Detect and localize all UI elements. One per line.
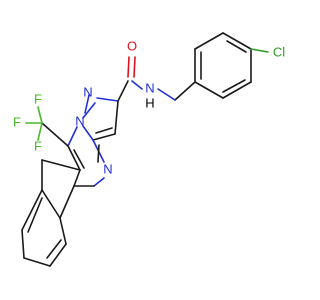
pyrimidine-nitrogen-label: N — [103, 161, 112, 176]
carbonyl-double-bond-a — [127, 56, 130, 78]
amide-hydrogen-label: H — [145, 95, 154, 110]
structure-canvas: Cl O N H N N N F F F — [13, 32, 285, 267]
fluorine-label-3: F — [34, 138, 42, 153]
oxygen-label: O — [127, 38, 137, 53]
ring-ch2-bond-a — [41, 159, 81, 171]
benzyl-ch2-bond — [174, 81, 196, 101]
pyrazole-ring — [82, 94, 119, 141]
benzo-ring — [21, 185, 75, 267]
c-cl-bond — [250, 48, 269, 53]
carbonyl-ring-bond — [117, 80, 129, 102]
molecule-diagram: Cl O N H N N N F F F — [13, 32, 285, 267]
pyrimidine-ring — [67, 126, 105, 187]
fluorine-label-2: F — [13, 114, 21, 129]
ch2-n-bond — [157, 88, 176, 101]
amide-nitrogen-label: N — [145, 80, 154, 95]
chlorophenyl-ring — [194, 32, 252, 99]
fused-nitrogen-label: N — [75, 113, 84, 128]
trifluoromethyl-group — [25, 106, 69, 147]
pyrazole-nitrogen-label: N — [83, 84, 92, 99]
carbonyl-double-bond-b — [133, 56, 136, 78]
chlorine-label: Cl — [273, 44, 285, 59]
n-carbonyl-bond — [131, 80, 143, 90]
fluorine-label-1: F — [34, 91, 42, 106]
